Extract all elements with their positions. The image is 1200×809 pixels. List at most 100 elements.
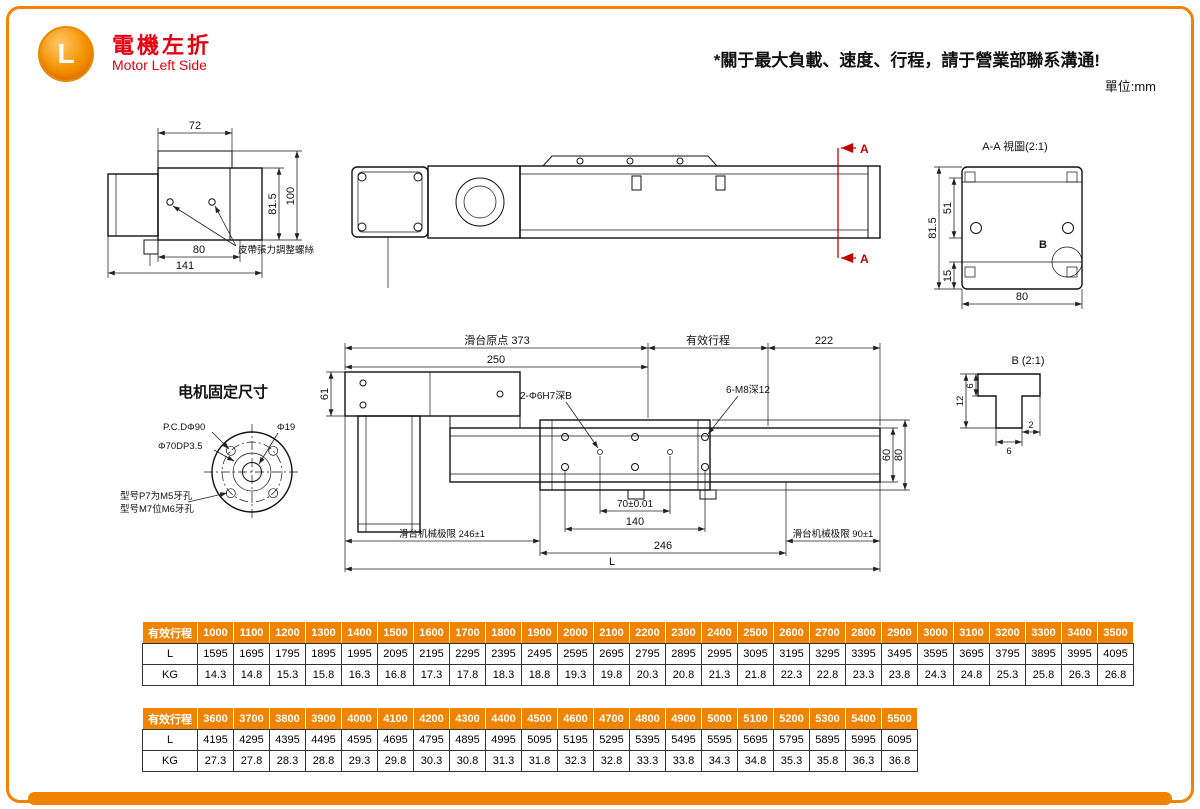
page-title-cn: 電機左折: [112, 33, 213, 58]
data-value-cell: 2095: [377, 643, 414, 665]
data-value-cell: 27.3: [197, 750, 234, 772]
stroke-value-cell: 2400: [701, 621, 738, 644]
limit-tab-2: [699, 489, 717, 500]
stroke-value-cell: 2700: [809, 621, 846, 644]
data-value-cell: 15.3: [269, 664, 306, 686]
data-value-cell: 2595: [557, 643, 594, 665]
stroke-value-cell: 4300: [449, 707, 486, 730]
stroke-value-cell: 1900: [521, 621, 558, 644]
limit-left-label: 滑台机械极限 246±1: [399, 528, 485, 540]
unit-label: 單位:mm: [1104, 79, 1156, 94]
data-value-cell: 4895: [449, 729, 486, 751]
data-value-cell: 1695: [233, 643, 270, 665]
data-value-cell: 36.3: [845, 750, 882, 772]
data-value-cell: 1595: [197, 643, 234, 665]
data-value-cell: 19.3: [557, 664, 594, 686]
motor-top-tab-outline: [157, 150, 233, 169]
drawing-top-view: A A: [351, 142, 881, 288]
row-label-cell: KG: [142, 750, 198, 772]
data-value-cell: 21.3: [701, 664, 738, 686]
dim-100: 100: [285, 187, 297, 205]
data-value-cell: 16.3: [341, 664, 378, 686]
dia19-label: Φ19: [277, 422, 295, 433]
data-value-cell: 20.3: [629, 664, 666, 686]
section-label-a-top: A: [860, 142, 869, 156]
stroke-value-cell: 2900: [881, 621, 918, 644]
mount-note-line2: 型号M7位M6牙孔: [120, 503, 194, 515]
stroke-value-cell: 2100: [593, 621, 630, 644]
data-value-cell: 3795: [989, 643, 1026, 665]
carriage-top-outline: [542, 155, 718, 167]
dim-6-upper: 6: [965, 383, 976, 388]
data-value-cell: 2695: [593, 643, 630, 665]
data-value-cell: 26.3: [1061, 664, 1098, 686]
page-title-en: Motor Left Side: [112, 57, 207, 73]
data-value-cell: 18.8: [521, 664, 558, 686]
data-value-cell: 5195: [557, 729, 594, 751]
data-value-cell: 32.3: [557, 750, 594, 772]
dim-80-side: 80: [893, 449, 905, 461]
dim-246: 246: [654, 540, 672, 552]
sensor-dog-1: [631, 175, 642, 191]
stroke-value-cell: 4200: [413, 707, 450, 730]
data-value-cell: 5095: [521, 729, 558, 751]
data-value-cell: 14.8: [233, 664, 270, 686]
data-value-cell: 21.8: [737, 664, 774, 686]
data-value-cell: 4195: [197, 729, 234, 751]
data-value-cell: 4995: [485, 729, 522, 751]
data-value-cell: 25.8: [1025, 664, 1062, 686]
drawing-motor-mount: 电机固定尺寸 P.C.DΦ90 Φ19 Φ70DP3.5 型号P7为M5牙孔 型…: [120, 383, 300, 520]
belt-tension-callout: 皮帶張力調整螺絲: [238, 244, 315, 256]
data-value-cell: 24.3: [917, 664, 954, 686]
stroke-value-cell: 3500: [1097, 621, 1134, 644]
stroke-value-cell: 4100: [377, 707, 414, 730]
dia70-label: Φ70DP3.5: [158, 441, 203, 452]
dim-72: 72: [189, 120, 201, 132]
drawing-side-view: 滑台原点 373 有效行程 222 250 61 2-Φ6H7深B 6-M8深1…: [319, 333, 910, 572]
stroke-value-cell: 3900: [305, 707, 342, 730]
drawing-section-aa: A-A 視圖(2:1) B 81.5 51 15 80: [927, 139, 1083, 309]
stroke-value-cell: 5200: [773, 707, 810, 730]
data-value-cell: 5695: [737, 729, 774, 751]
stroke-value-cell: 4600: [557, 707, 594, 730]
drawing-motor-end-view: 皮帶張力調整螺絲 72 81.5 100 80 141: [107, 120, 315, 278]
stroke-value-cell: 3600: [197, 707, 234, 730]
tension-screw-2: [208, 198, 216, 206]
callout-pin-holes: 2-Φ6H7深B: [520, 390, 572, 402]
data-value-cell: 1795: [269, 643, 306, 665]
stroke-value-cell: 5100: [737, 707, 774, 730]
pin-hole-2: [667, 449, 673, 455]
stroke-value-cell: 2300: [665, 621, 702, 644]
data-value-cell: 31.8: [521, 750, 558, 772]
data-value-cell: 3695: [953, 643, 990, 665]
data-value-cell: 15.8: [305, 664, 342, 686]
data-value-cell: 3295: [809, 643, 846, 665]
motor-flange-outline: [351, 166, 429, 238]
stroke-value-cell: 1100: [233, 621, 270, 644]
model-badge-letter: L: [57, 38, 75, 69]
motor-body-outline: [107, 173, 159, 237]
stroke-value-cell: 3000: [917, 621, 954, 644]
data-value-cell: 29.8: [377, 750, 414, 772]
drawing-detail-b: B (2:1) 12 6 2 6: [955, 355, 1045, 457]
limit-tab-1: [627, 489, 645, 500]
sensor-dog-2: [715, 175, 726, 191]
stroke-value-cell: 4900: [665, 707, 702, 730]
data-value-cell: 34.3: [701, 750, 738, 772]
data-value-cell: 22.3: [773, 664, 810, 686]
data-value-cell: 20.8: [665, 664, 702, 686]
stroke-value-cell: 4400: [485, 707, 522, 730]
data-value-cell: 30.8: [449, 750, 486, 772]
stroke-value-cell: 1800: [485, 621, 522, 644]
stroke-value-cell: 3800: [269, 707, 306, 730]
data-value-cell: 4795: [413, 729, 450, 751]
data-value-cell: 5495: [665, 729, 702, 751]
dim-6-bottom: 6: [1006, 446, 1011, 457]
data-value-cell: 17.3: [413, 664, 450, 686]
rail-side-outline: [449, 427, 881, 483]
stroke-value-cell: 1300: [305, 621, 342, 644]
connector-outline: [143, 239, 159, 255]
section-label-a-bottom: A: [860, 252, 869, 266]
data-value-cell: 36.8: [881, 750, 918, 772]
stroke-value-cell: 2600: [773, 621, 810, 644]
